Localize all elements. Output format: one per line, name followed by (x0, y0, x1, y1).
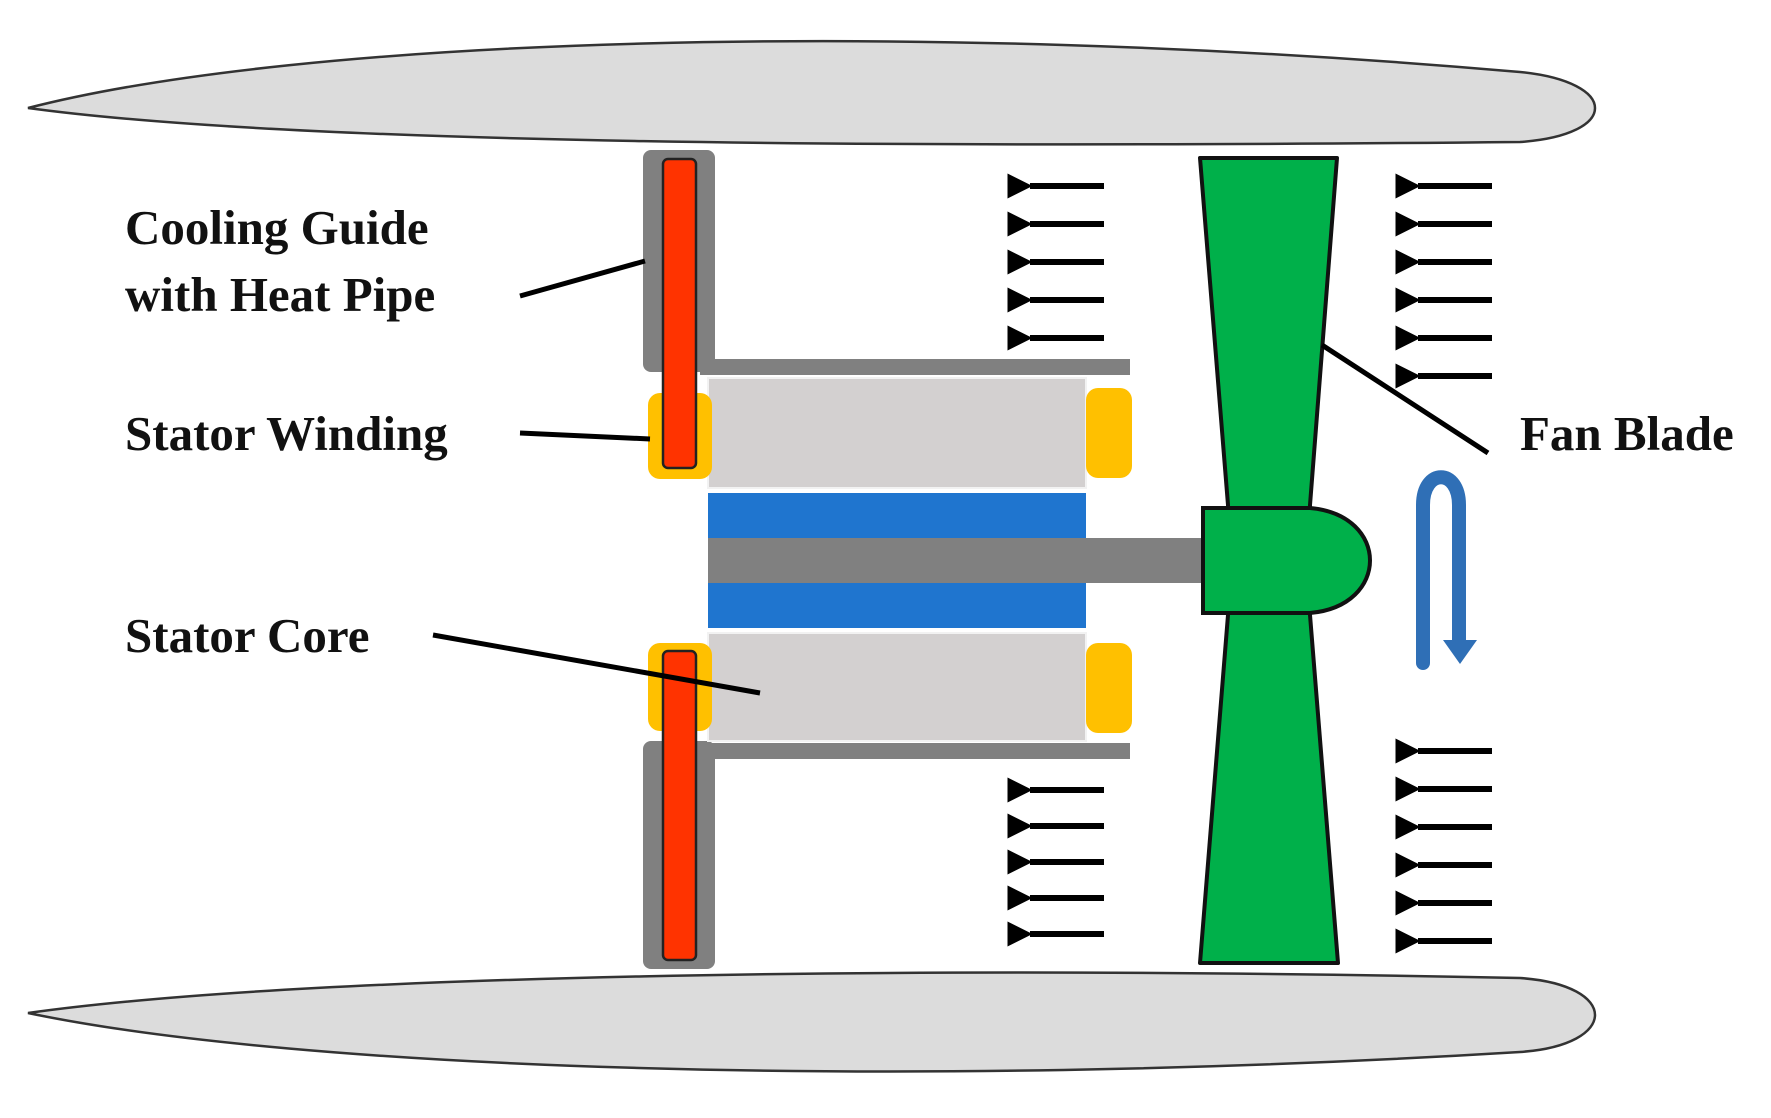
rotation-arrow-icon (1416, 470, 1466, 670)
shaft (708, 538, 1208, 583)
label-cooling-guide-line2: with Heat Pipe (125, 267, 436, 322)
nacelle-top (27, 39, 1597, 146)
cooling-guide-lower-plate (700, 743, 1130, 759)
rotor-lower (708, 582, 1086, 628)
rotor-upper (708, 493, 1086, 539)
leader-line-stator-winding (519, 430, 651, 442)
airflow-arrows (1007, 173, 1492, 954)
label-cooling-guide-line1: Cooling Guide (125, 200, 429, 255)
stator-core-lower (707, 632, 1087, 742)
stator-core-upper (707, 377, 1087, 489)
cooling-guide-upper-plate (700, 359, 1130, 375)
heat-pipe-lower (661, 649, 698, 962)
label-stator-winding: Stator Winding (125, 406, 448, 461)
nacelle-bottom (27, 971, 1596, 1073)
stator-winding-right-lower (1086, 643, 1132, 733)
leader-line-stator-core (432, 632, 761, 696)
rotation-arrowhead (1443, 640, 1477, 664)
fan-hub (1201, 506, 1372, 615)
label-fan-blade: Fan Blade (1520, 406, 1734, 461)
leader-line-cooling-guide (519, 258, 646, 299)
label-stator-core: Stator Core (125, 608, 370, 663)
leader-line-fan-blade (1320, 342, 1490, 456)
heat-pipe-upper (661, 157, 698, 470)
stator-winding-right-upper (1086, 388, 1132, 478)
